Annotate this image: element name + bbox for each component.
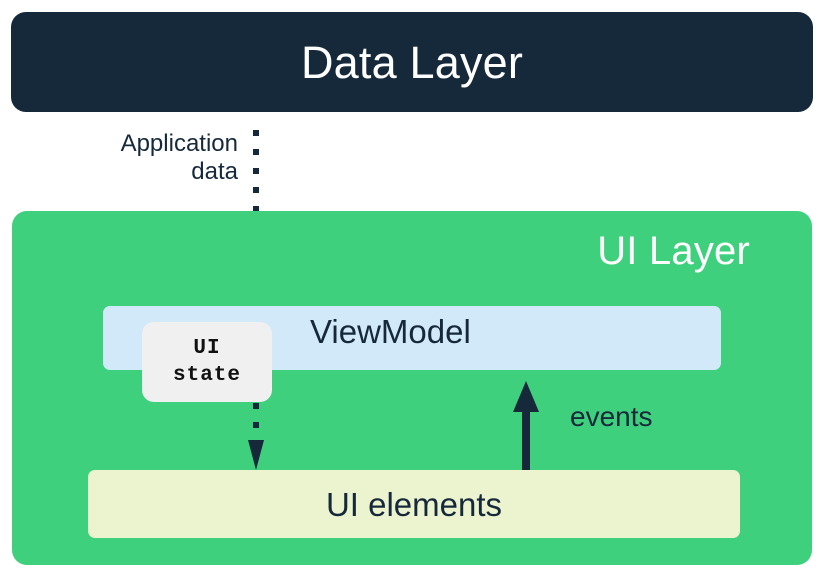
application-data-label-line2: data xyxy=(191,158,238,186)
ui-state-label-line1: UI xyxy=(193,337,221,361)
viewmodel-label: ViewModel xyxy=(310,313,471,350)
application-data-label: Application data xyxy=(60,130,238,187)
ui-state-dotted-arrow xyxy=(248,400,264,470)
data-layer-box: Data Layer xyxy=(11,12,813,112)
events-arrow xyxy=(512,381,540,473)
ui-elements-label: UI elements xyxy=(325,485,503,523)
events-label: events xyxy=(570,401,653,432)
data-layer-title: Data Layer xyxy=(300,36,524,88)
ui-layer-title: UI Layer xyxy=(597,229,750,273)
ui-state-label-line2: state xyxy=(172,363,241,387)
ui-elements-box: UI elements xyxy=(88,470,740,538)
ui-state-box: UI state xyxy=(142,322,272,402)
application-data-label-line1: Application xyxy=(120,130,238,157)
